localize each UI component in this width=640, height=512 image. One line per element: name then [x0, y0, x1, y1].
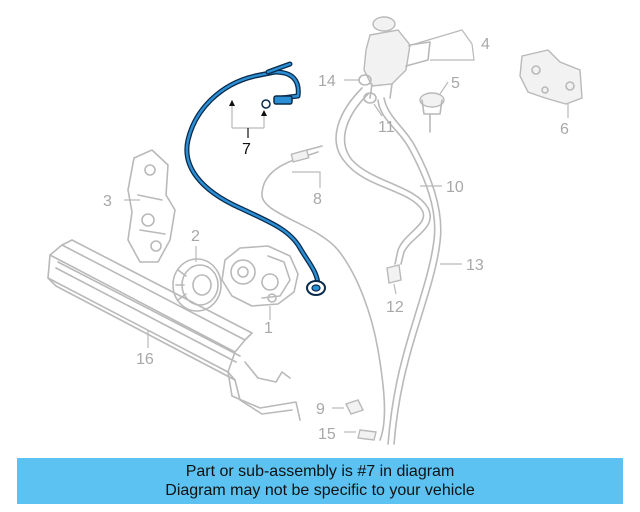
seal-part-9: [345, 399, 364, 415]
reservoir-part-4: [363, 16, 431, 99]
callout-3: 3: [103, 193, 112, 210]
cooler-part-16: [47, 239, 301, 421]
pressure-hose-part-7: [184, 61, 326, 296]
banner-line-disclaimer: Diagram may not be specific to your vehi…: [165, 482, 475, 499]
info-banner: Part or sub-assembly is #7 in diagram Di…: [17, 458, 623, 504]
pulley-part-2: [172, 258, 222, 312]
pump-part-1: [221, 245, 299, 307]
callout-13: 13: [466, 257, 484, 274]
callout-10: 10: [446, 179, 464, 196]
callout-1: 1: [264, 320, 273, 337]
callout-leaders: [124, 29, 569, 433]
callout-5: 5: [451, 75, 460, 92]
bracket-part-3: [127, 149, 176, 263]
mount-part-6: [519, 49, 583, 105]
callout-15: 15: [318, 426, 336, 443]
callout-8: 8: [313, 191, 322, 208]
callout-4: 4: [481, 36, 490, 53]
hose-part-10: [335, 87, 431, 265]
banner-line-part: Part or sub-assembly is #7 in diagram: [185, 463, 455, 480]
clamp-part-11: [363, 92, 377, 104]
callout-9: 9: [316, 401, 325, 418]
cap-part-5: [419, 92, 445, 133]
hose-part-13: [377, 97, 442, 445]
callout-6: 6: [560, 121, 569, 138]
callout-7: 7: [242, 141, 251, 158]
callout-16: 16: [136, 351, 154, 368]
grommet-part-12: [386, 264, 402, 284]
callout-11: 11: [378, 119, 395, 136]
callout-14: 14: [318, 73, 336, 90]
callout-12: 12: [386, 299, 404, 316]
hose-end-part-15: [357, 429, 377, 441]
callout-2: 2: [191, 228, 200, 245]
line-part-8: [261, 145, 386, 441]
